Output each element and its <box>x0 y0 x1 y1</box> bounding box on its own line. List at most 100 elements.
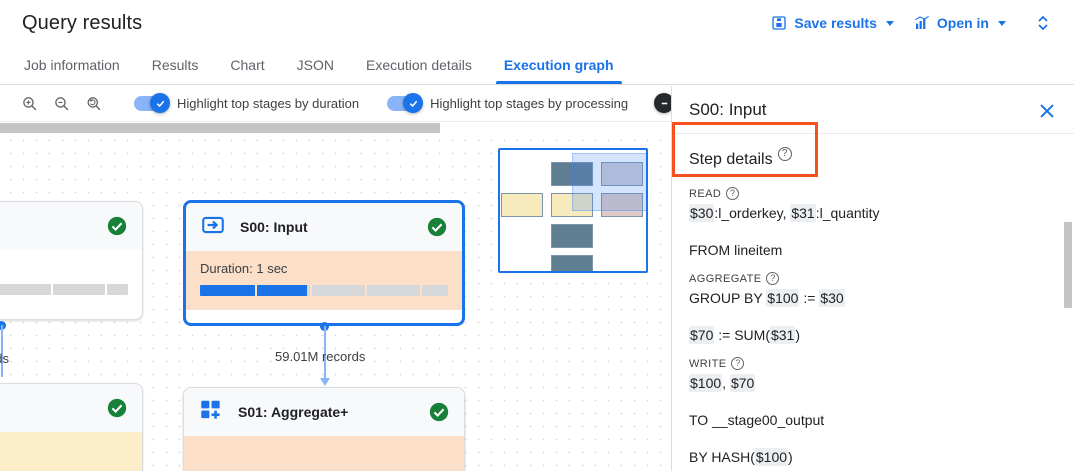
edge-arrow-icon <box>320 378 330 386</box>
canvas-horizontal-scrollbar[interactable] <box>0 122 671 133</box>
minimap-node <box>551 224 593 248</box>
page-header: Query results Save results <box>0 0 1074 46</box>
aggregate-grid-icon <box>198 397 224 428</box>
minimap-node <box>501 193 543 217</box>
graph-node-partial-bottom-left[interactable] <box>0 383 143 471</box>
help-circle-icon[interactable]: ? <box>726 187 740 200</box>
graph-node-s01-aggregate[interactable]: S01: Aggregate+ <box>183 387 465 471</box>
node-title: S00: Input <box>240 219 308 235</box>
minimap-node <box>601 193 643 217</box>
close-icon <box>1040 104 1054 118</box>
node-progress-bar <box>0 284 128 295</box>
help-circle-icon[interactable]: ? <box>777 147 792 161</box>
section-label-aggregate: AGGREGATE ? <box>689 272 1057 285</box>
graph-node-s00-input[interactable]: S00: Input Duration: 1 sec <box>183 200 465 326</box>
minimap-node <box>551 193 593 217</box>
check-circle-icon <box>106 397 128 419</box>
check-circle-icon <box>106 215 128 237</box>
chevron-down-icon <box>998 20 1006 26</box>
header-actions: Save results Open in <box>761 9 1074 37</box>
section-label-write: WRITE ? <box>689 357 1057 370</box>
graph-node-partial-top-left[interactable] <box>0 201 143 320</box>
execution-graph-canvas[interactable]: ecords <box>0 122 671 471</box>
zoom-in-button[interactable] <box>16 91 42 117</box>
panel-title: S00: Input <box>689 100 767 119</box>
save-icon <box>771 15 787 31</box>
toggle-knob <box>403 93 424 113</box>
bar-chart-icon <box>914 15 930 31</box>
expand-collapse-button[interactable] <box>1032 12 1054 34</box>
graph-edge-s00-s01 <box>324 326 326 380</box>
section-text-sum: $70 := SUM($31) <box>689 326 801 344</box>
graph-toolbar: Highlight top stages by duration Highlig… <box>0 86 691 122</box>
tab-execution-details[interactable]: Execution details <box>365 57 472 73</box>
toggle-knob <box>150 93 170 113</box>
node-title: S01: Aggregate+ <box>238 404 349 420</box>
toggle-highlight-duration[interactable]: Highlight top stages by duration <box>134 93 360 113</box>
toggle-label-processing: Highlight top stages by processing <box>430 96 629 111</box>
node-header: S00: Input <box>186 203 462 251</box>
help-circle-icon[interactable]: ? <box>766 272 780 285</box>
canvas-hscroll-thumb[interactable] <box>0 123 440 133</box>
step-details-label: Step details <box>689 151 773 168</box>
save-results-button[interactable]: Save results <box>761 9 904 37</box>
panel-vertical-scrollbar[interactable] <box>1064 222 1072 308</box>
toggle-switch-processing[interactable] <box>387 93 424 113</box>
panel-body: Step details ? READ ? $30:l_orderkey, $3… <box>672 134 1074 467</box>
section-text-from: FROM lineitem <box>689 242 783 258</box>
node-duration <box>198 446 450 461</box>
node-duration <box>0 260 128 275</box>
node-progress-bar <box>200 285 448 296</box>
section-label-text: AGGREGATE <box>689 272 762 285</box>
minimap-node <box>601 162 643 186</box>
minimap-node <box>551 255 593 271</box>
toggle-knob <box>654 93 675 113</box>
save-results-label: Save results <box>794 15 877 31</box>
close-button[interactable] <box>1036 100 1058 122</box>
check-circle-icon <box>428 401 450 423</box>
section-text-to: TO __stage00_output <box>689 412 825 428</box>
toggle-switch-duration[interactable] <box>134 93 170 113</box>
node-duration <box>0 442 128 457</box>
zoom-out-button[interactable] <box>48 91 74 117</box>
step-details-panel: S00: Input Step details ? READ ? $30:l_o… <box>671 86 1074 471</box>
minus-icon <box>661 102 667 104</box>
help-circle-icon[interactable]: ? <box>731 357 745 370</box>
zoom-reset-button[interactable] <box>80 91 106 117</box>
section-text-aggregate: GROUP BY $100 := $30 <box>689 289 845 307</box>
node-duration: Duration: 1 sec <box>200 261 288 276</box>
check-icon <box>156 100 164 107</box>
toggle-highlight-processing[interactable]: Highlight top stages by processing <box>387 93 629 113</box>
section-label-text: READ <box>689 187 722 200</box>
step-details-heading: Step details ? <box>689 134 1057 175</box>
toggle-label-duration: Highlight top stages by duration <box>177 96 360 111</box>
tab-job-information[interactable]: Job information <box>24 57 120 73</box>
open-in-button[interactable]: Open in <box>904 9 1016 37</box>
node-header: S01: Aggregate+ <box>184 388 464 436</box>
edge-label-partial: ecords <box>0 351 10 366</box>
minimap-node <box>551 162 593 186</box>
section-text-write: $100, $70 <box>689 374 756 392</box>
check-icon <box>409 100 417 107</box>
input-arrow-icon <box>200 212 226 243</box>
node-body <box>184 436 464 471</box>
zoom-reset-icon <box>87 97 100 111</box>
section-text-read: $30:l_orderkey, $31:l_quantity <box>689 204 880 222</box>
node-body <box>0 250 142 309</box>
open-in-label: Open in <box>936 15 989 31</box>
zoom-in-icon <box>22 97 36 111</box>
minimap-viewport[interactable] <box>572 153 646 211</box>
tab-results[interactable]: Results <box>151 57 199 73</box>
edge-label-records: 59.01M records <box>275 349 366 364</box>
tab-chart[interactable]: Chart <box>230 57 265 73</box>
expand-collapse-icon <box>1038 15 1048 31</box>
zoom-out-icon <box>54 97 68 111</box>
graph-minimap[interactable] <box>498 148 648 273</box>
tab-bar: Job information Results Chart JSON Execu… <box>0 46 1074 85</box>
panel-header: S00: Input <box>672 86 1074 134</box>
tab-execution-graph[interactable]: Execution graph <box>488 57 630 84</box>
section-label-read: READ ? <box>689 187 1057 200</box>
tab-json[interactable]: JSON <box>296 57 334 73</box>
zoom-controls <box>0 91 106 117</box>
